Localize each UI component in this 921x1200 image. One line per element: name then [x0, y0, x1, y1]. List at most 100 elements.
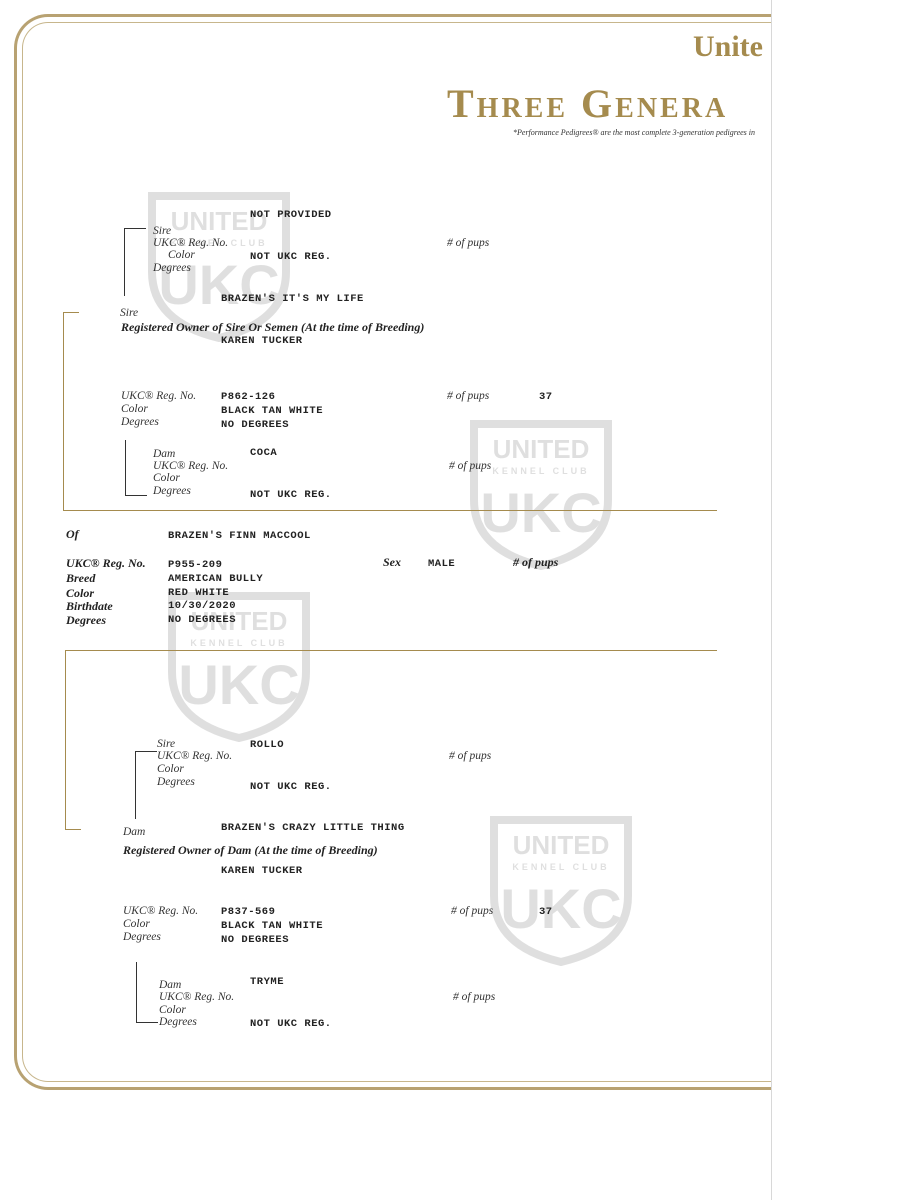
subject-name: BRAZEN'S FINN MACCOOL [168, 530, 311, 542]
sire-reg-label: UKC® Reg. No. [121, 390, 197, 402]
grandsire-bracket-top [124, 228, 146, 229]
granddam-reg-label: UKC® Reg. No. [153, 460, 229, 472]
granddam-name: COCA [250, 447, 278, 459]
watermark-bottom-text: UKC [178, 653, 299, 716]
watermark-mid-text: KENNEL CLUB [170, 238, 267, 248]
sire-reg: P862-126 [221, 391, 276, 403]
dam-grandsire-degrees-label: Degrees [157, 776, 195, 788]
grandsire-reg: NOT UKC REG. [250, 251, 332, 263]
dam-grandsire-color-label: Color [157, 763, 184, 775]
subject-breed-label: Breed [66, 571, 96, 585]
page-subtitle: *Performance Pedigrees® are the most com… [513, 128, 756, 137]
watermark-mid-text: KENNEL CLUB [512, 862, 609, 872]
subject-sex: MALE [428, 558, 456, 570]
of-label: Of [66, 527, 79, 541]
granddam-bracket [125, 440, 126, 495]
dam-name: BRAZEN'S CRAZY LITTLE THING [221, 822, 405, 834]
sire-owner: KAREN TUCKER [221, 335, 303, 347]
dam-label: Dam [123, 826, 146, 838]
dam-color-label: Color [123, 918, 150, 930]
sire-pups: 37 [539, 391, 553, 403]
sire-label: Sire [120, 307, 139, 319]
dam-granddam-degrees-label: Degrees [159, 1016, 197, 1028]
ukc-watermark-4: UNITED KENNEL CLUB UKC [490, 816, 632, 966]
sire-bracket-top [63, 312, 79, 313]
sire-owner-label: Registered Owner of Sire Or Semen (At th… [121, 320, 425, 334]
granddam-bracket-bottom [125, 495, 147, 496]
subject-birthdate-label: Birthdate [66, 599, 113, 613]
grandsire-sire-label: Sire [153, 225, 172, 237]
dam-grandsire-bracket-top [135, 751, 157, 752]
granddam-pups-label: # of pups [449, 460, 492, 472]
dam-color: BLACK TAN WHITE [221, 920, 324, 932]
watermark-top-text: UNITED [191, 606, 288, 636]
dam-granddam-reg-label: UKC® Reg. No. [159, 991, 235, 1003]
watermark-mid-text: KENNEL CLUB [190, 638, 287, 648]
dam-granddam-reg: NOT UKC REG. [250, 1018, 332, 1030]
dam-bracket-top [65, 650, 717, 651]
page-edge [771, 0, 921, 1200]
dam-owner: KAREN TUCKER [221, 865, 303, 877]
sire-bracket [63, 312, 64, 510]
dam-grandsire-sire-label: Sire [157, 738, 176, 750]
dam-bracket [65, 650, 66, 829]
grandsire-pups-label: # of pups [447, 237, 490, 249]
subject-sex-label: Sex [383, 555, 401, 569]
dam-grandsire-name: ROLLO [250, 739, 285, 751]
dam-bracket-bottom [65, 829, 81, 830]
dam-granddam-pups-label: # of pups [453, 991, 496, 1003]
grandsire-reg-label: UKC® Reg. No. [153, 237, 229, 249]
sire-degrees: NO DEGREES [221, 419, 290, 431]
dam-granddam-dam-label: Dam [159, 979, 182, 991]
subject-reg-label: UKC® Reg. No. [66, 556, 146, 570]
dam-grandsire-bracket [135, 751, 136, 819]
ukc-watermark-1: UNITED KENNEL CLUB UKC [148, 192, 290, 342]
dam-degrees: NO DEGREES [221, 934, 290, 946]
watermark-bottom-text: UKC [500, 877, 621, 940]
certificate-frame [14, 14, 814, 1090]
ukc-watermark-3: UNITED KENNEL CLUB UKC [168, 592, 310, 742]
dam-granddam-name: TRYME [250, 976, 285, 988]
watermark-top-text: UNITED [171, 206, 268, 236]
subject-birthdate: 10/30/2020 [168, 600, 237, 612]
subject-breed: AMERICAN BULLY [168, 573, 264, 585]
dam-pups-label: # of pups [451, 905, 494, 917]
watermark-bottom-text: UKC [158, 253, 279, 316]
granddam-dam-label: Dam [153, 448, 176, 460]
dam-pups: 37 [539, 906, 553, 918]
grandsire-degrees-label: Degrees [153, 262, 191, 274]
subject-degrees-label: Degrees [66, 613, 106, 627]
watermark-bottom-text: UKC [480, 481, 601, 544]
dam-granddam-bracket-bottom [136, 1022, 158, 1023]
grandsire-bracket [124, 228, 125, 296]
sire-color: BLACK TAN WHITE [221, 405, 324, 417]
watermark-mid-text: KENNEL CLUB [492, 466, 589, 476]
dam-granddam-bracket [136, 962, 137, 1022]
subject-color: RED WHITE [168, 587, 230, 599]
dam-granddam-color-label: Color [159, 1004, 186, 1016]
dam-grandsire-reg-label: UKC® Reg. No. [157, 750, 233, 762]
subject-color-label: Color [66, 586, 95, 600]
subject-reg: P955-209 [168, 559, 223, 571]
sire-color-label: Color [121, 403, 148, 415]
sire-bracket-bottom [63, 510, 717, 511]
granddam-color-label: Color [153, 472, 180, 484]
ukc-watermark-2: UNITED KENNEL CLUB UKC [470, 420, 612, 570]
sire-pups-label: # of pups [447, 390, 490, 402]
dam-reg: P837-569 [221, 906, 276, 918]
granddam-degrees-label: Degrees [153, 485, 191, 497]
subject-degrees: NO DEGREES [168, 614, 237, 626]
watermark-top-text: UNITED [493, 434, 590, 464]
dam-owner-label: Registered Owner of Dam (At the time of … [123, 843, 378, 857]
brand-title: Unite [693, 30, 763, 63]
certificate-frame-inner [22, 22, 812, 1082]
dam-grandsire-pups-label: # of pups [449, 750, 492, 762]
subject-pups-label: # of pups [513, 555, 559, 569]
dam-grandsire-reg: NOT UKC REG. [250, 781, 332, 793]
sire-name: BRAZEN'S IT'S MY LIFE [221, 293, 364, 305]
sire-degrees-label: Degrees [121, 416, 159, 428]
grandsire-color-label: Color [168, 249, 195, 261]
watermark-top-text: UNITED [513, 830, 610, 860]
granddam-reg: NOT UKC REG. [250, 489, 332, 501]
dam-degrees-label: Degrees [123, 931, 161, 943]
